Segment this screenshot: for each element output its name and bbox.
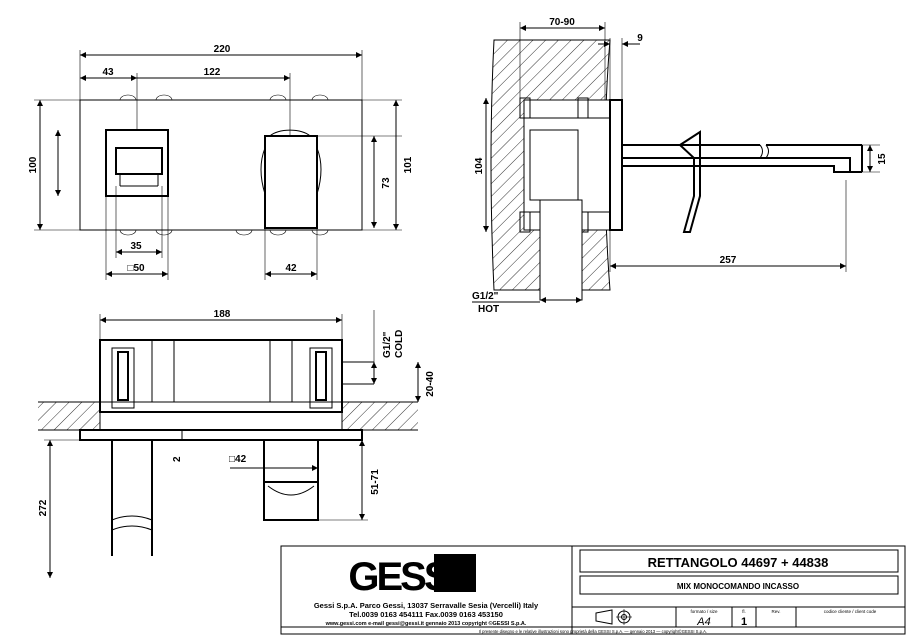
side-lever (678, 130, 701, 233)
dim-offset-center: 122 (204, 67, 221, 78)
dim-offset-left: 43 (102, 67, 114, 78)
company-web: www.gessi.com e-mail gessi@gessi.it genn… (325, 620, 527, 627)
sheet-label: fl. (742, 609, 746, 614)
label-hot-thread: G1/2" (472, 291, 499, 302)
front-cover-plate (79, 99, 363, 231)
dim-knob-width: 35 (130, 241, 142, 252)
top-view: 188 G1/2" COLD 20-40 2 □42 51-71 272 (38, 309, 436, 578)
product-description: MIX MONOCOMANDO INCASSO (677, 582, 799, 591)
side-view: 70-90 9 104 257 15 G1/2" HOT (472, 17, 888, 315)
side-spout (622, 144, 851, 173)
dim-plate-gap: 2 (172, 456, 183, 462)
dim-spout-width: 42 (285, 263, 297, 274)
label-cold: COLD (394, 330, 405, 358)
dim-depth: 272 (38, 499, 49, 516)
front-view: 220 43 122 100 73 101 35 □50 42 (28, 44, 414, 280)
dim-spout-height: 15 (877, 153, 888, 165)
dim-plate-thickness: 9 (637, 33, 643, 44)
product-code: RETTANGOLO 44697 + 44838 (648, 555, 829, 570)
dim-spout-length: 257 (720, 255, 737, 266)
label-hot: HOT (478, 304, 499, 315)
projection-symbol-icon (595, 609, 632, 625)
dim-plate-height: 100 (28, 156, 39, 173)
dim-body-height: 104 (474, 157, 485, 174)
dim-body-width: 188 (214, 309, 231, 320)
side-cover-plate (609, 99, 623, 231)
label-cold-thread: G1/2" (382, 331, 393, 358)
format-label: formato / size (690, 609, 718, 614)
title-block: GESSI Gessi S.p.A. Parco Gessi, 13037 Se… (280, 545, 906, 635)
rev-label: Rev. (772, 609, 781, 614)
format-value: A4 (696, 616, 710, 628)
sheet-value: 1 (741, 616, 747, 628)
top-cover-plate (79, 429, 363, 441)
company-address: Gessi S.p.A. Parco Gessi, 13037 Serraval… (314, 601, 539, 610)
dim-overall-width: 220 (214, 44, 231, 55)
dim-side-height: 101 (403, 156, 414, 173)
dim-spout-square: □42 (229, 454, 247, 465)
dim-spout-drop: 51-71 (370, 469, 381, 495)
top-spout (263, 481, 319, 521)
dim-inlet-range: 20-40 (425, 371, 436, 397)
company-phone: Tel.0039 0163 454111 Fax.0039 0163 45315… (349, 610, 503, 619)
dim-wall-depth: 70-90 (549, 17, 575, 28)
footer-note: Il presente disegno e le relative illust… (479, 629, 707, 634)
dim-knob-square: □50 (127, 263, 145, 274)
front-spout (264, 135, 318, 229)
client-code-label: codice cliente / client code (824, 609, 877, 614)
dim-handle-height: 73 (381, 177, 392, 189)
top-body (99, 339, 343, 413)
